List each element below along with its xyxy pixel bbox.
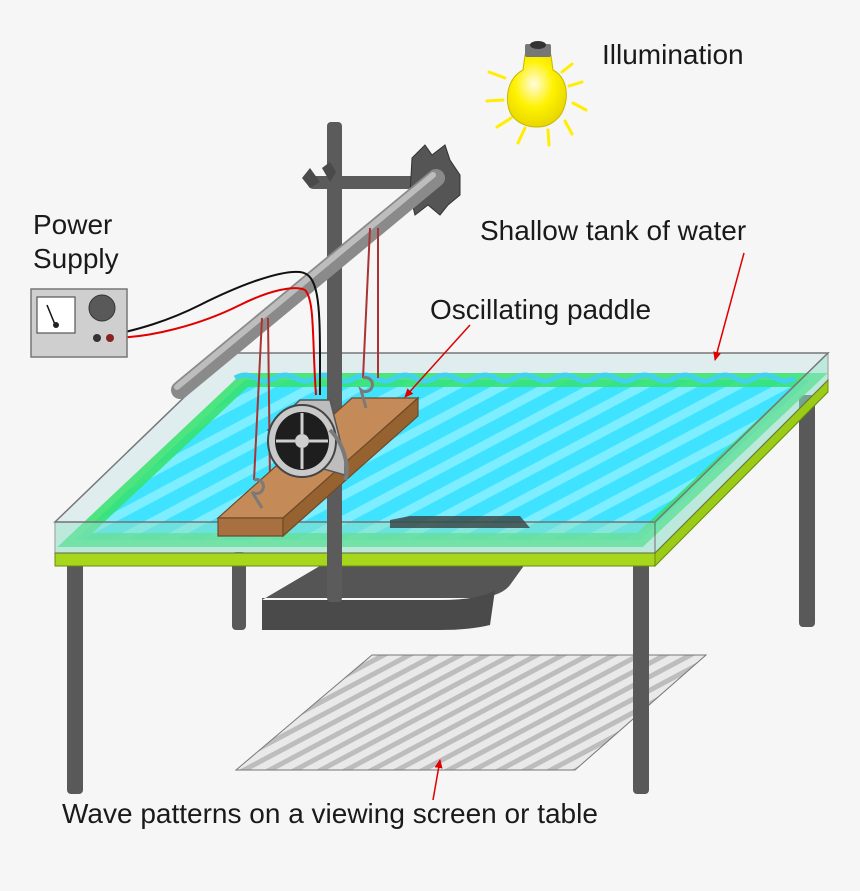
label-power-supply-line2: Supply bbox=[33, 242, 119, 274]
label-shallow-tank: Shallow tank of water bbox=[480, 215, 747, 246]
table-front-legs bbox=[67, 562, 649, 794]
arrow-screen bbox=[432, 759, 443, 801]
power-wires bbox=[96, 270, 321, 396]
annotation-arrows bbox=[404, 252, 745, 801]
arrow-tank bbox=[713, 252, 745, 361]
label-power-supply-line1: Power bbox=[33, 209, 113, 240]
label-illumination: Illumination bbox=[602, 39, 744, 70]
terminal-black bbox=[93, 334, 101, 342]
power-knob bbox=[88, 294, 116, 322]
support-rod bbox=[171, 169, 445, 399]
viewing-screen bbox=[234, 654, 708, 771]
label-wave-patterns: Wave patterns on a viewing screen or tab… bbox=[62, 798, 598, 829]
label-oscillating-paddle: Oscillating paddle bbox=[430, 294, 652, 325]
stand-base bbox=[262, 560, 528, 630]
water-tank bbox=[53, 351, 830, 555]
arrow-paddle bbox=[404, 324, 471, 398]
power-supply bbox=[30, 288, 128, 358]
table-back-legs bbox=[232, 395, 815, 630]
motor bbox=[266, 399, 349, 481]
light-bulb-icon bbox=[485, 41, 588, 147]
terminal-red bbox=[106, 334, 114, 342]
label-power-supply: Power Supply bbox=[33, 208, 119, 275]
